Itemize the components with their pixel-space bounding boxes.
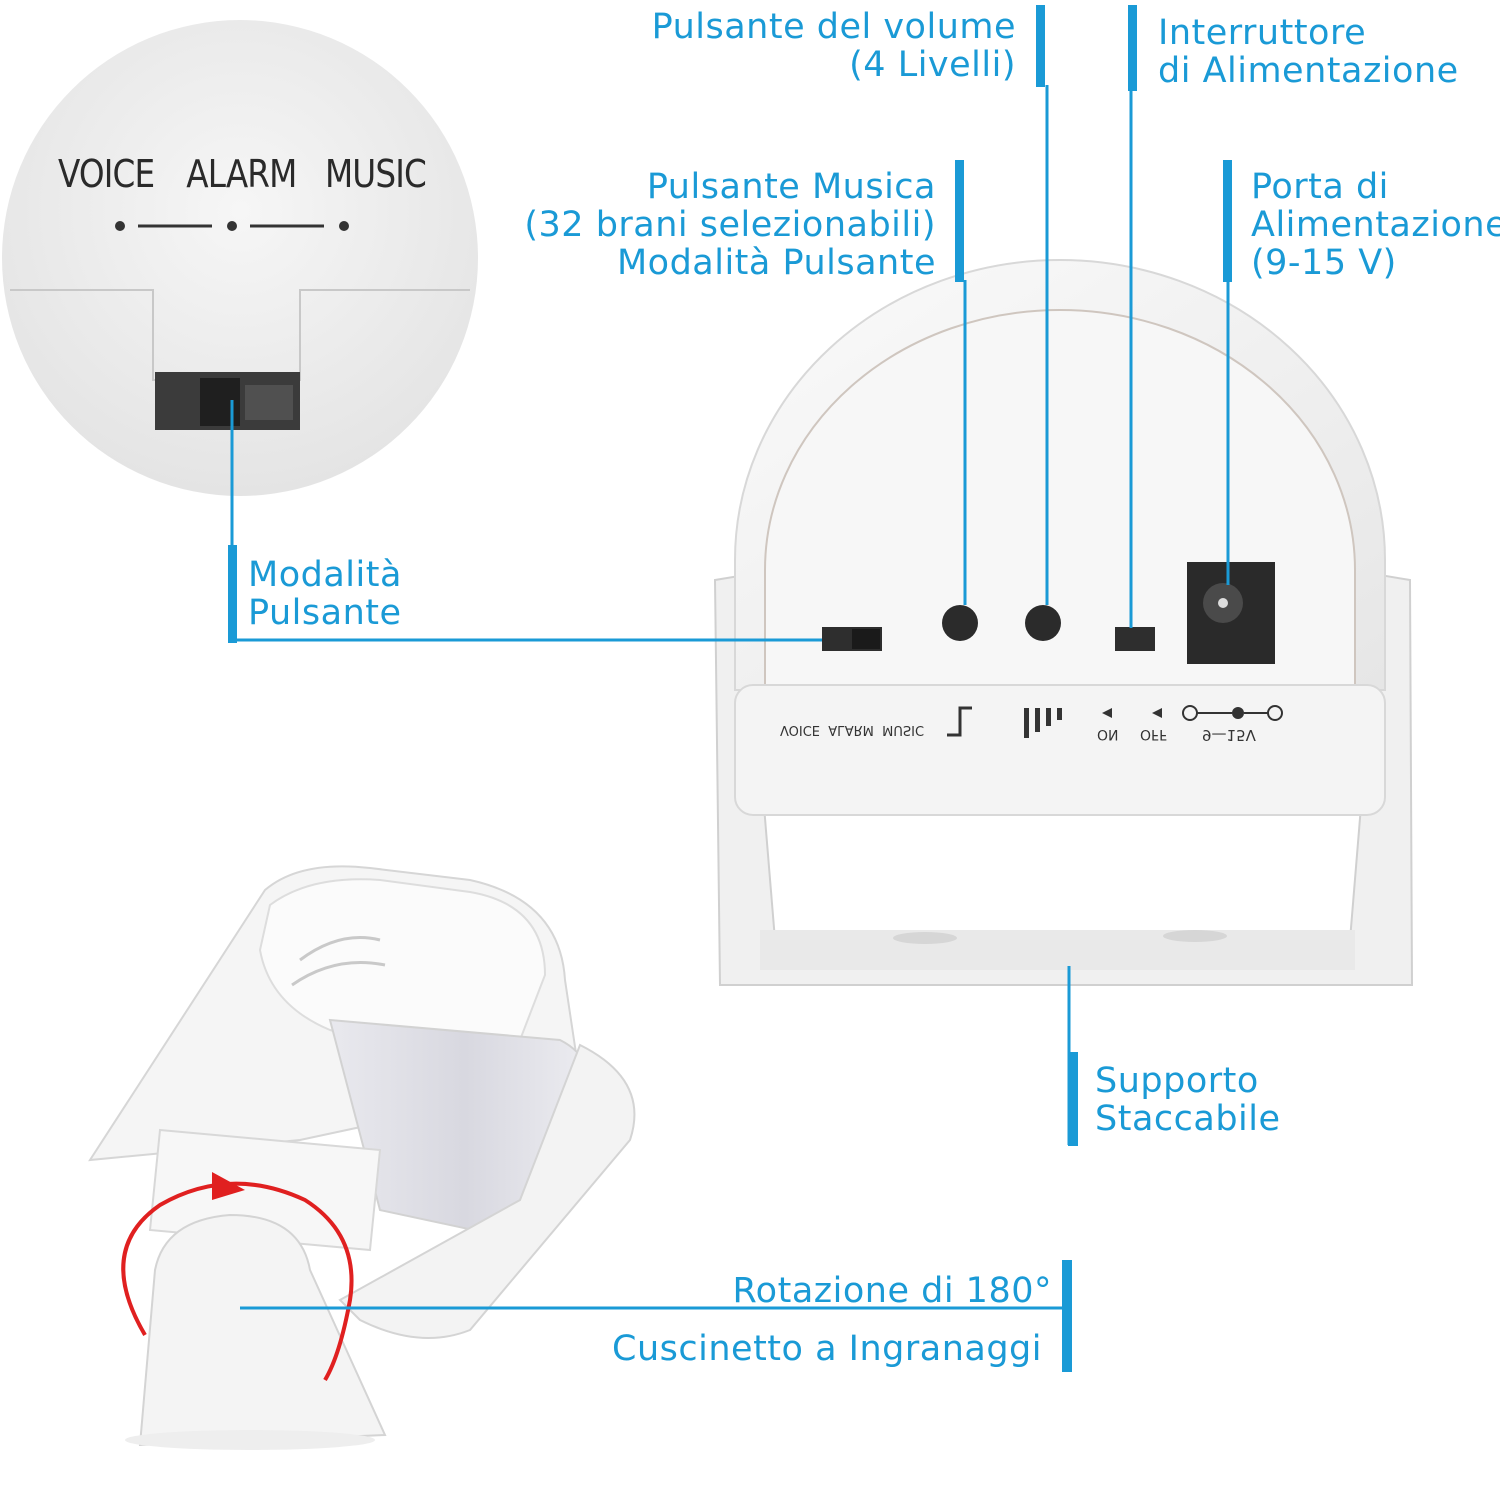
callout-bracket-line1: Supporto <box>1095 1061 1259 1101</box>
callout-volume-line2: (4 Livelli) <box>849 45 1016 85</box>
callout-power-port: Porta di Alimentazione (9-15 V) <box>1251 168 1500 282</box>
device-rear-view <box>713 259 1414 986</box>
callout-bracket-bar <box>1068 1052 1078 1146</box>
callout-rotation-bar <box>1062 1260 1072 1372</box>
callout-mode-line2: Pulsante <box>248 593 402 633</box>
callout-power-port-line2: Alimentazione <box>1251 205 1500 245</box>
callout-rotation-line2: Cuscinetto a Ingranaggi <box>612 1329 1042 1369</box>
device-off-label: OFF <box>1140 726 1168 742</box>
device-on-label: ON <box>1097 726 1119 742</box>
callout-rotation-line1: Rotazione di 180° <box>732 1271 1052 1311</box>
zoom-label-alarm: ALARM <box>186 152 297 196</box>
callout-power-port-bar <box>1223 160 1232 282</box>
callout-mode-line1: Modalità <box>248 555 402 595</box>
zoom-label-music: MUSIC <box>324 152 427 196</box>
callout-mode-bar <box>228 545 237 643</box>
callout-power-switch-bar <box>1128 5 1137 91</box>
sensor-unit <box>88 865 636 1450</box>
callout-power-switch-line2: di Alimentazione <box>1158 51 1459 91</box>
device-mode-label: VOICE ALARM MUSIC <box>780 722 925 737</box>
zoom-label-voice: VOICE <box>58 152 155 196</box>
callout-bracket-line2: Staccabile <box>1095 1099 1281 1139</box>
callout-volume-line1: Pulsante del volume <box>651 7 1016 47</box>
callout-rotation: Rotazione di 180° Cuscinetto a Ingranagg… <box>612 1262 1052 1378</box>
callout-music-line2: (32 brani selezionabili) <box>524 205 936 245</box>
callout-power-port-line1: Porta di <box>1251 167 1389 207</box>
callout-mode: Modalità Pulsante <box>248 556 402 632</box>
zoom-circle <box>2 20 478 496</box>
callout-volume: Pulsante del volume (4 Livelli) <box>652 8 1016 84</box>
callout-music-line1: Pulsante Musica <box>646 167 936 207</box>
device-voltage-label: 9—15V <box>1202 726 1256 744</box>
callout-volume-bar <box>1036 5 1045 87</box>
callout-music-bar <box>955 160 964 282</box>
callout-music: Pulsante Musica (32 brani selezionabili)… <box>524 168 936 282</box>
callout-music-line3: Modalità Pulsante <box>616 243 936 283</box>
callout-power-port-line3: (9-15 V) <box>1251 243 1397 283</box>
callout-bracket: Supporto Staccabile <box>1095 1062 1281 1138</box>
callout-power-switch: Interruttore di Alimentazione <box>1158 14 1459 90</box>
callout-power-switch-line1: Interruttore <box>1158 13 1367 53</box>
zoom-mode-labels: VOICE ALARM MUSIC <box>58 152 427 196</box>
zoom-dots <box>115 221 349 231</box>
